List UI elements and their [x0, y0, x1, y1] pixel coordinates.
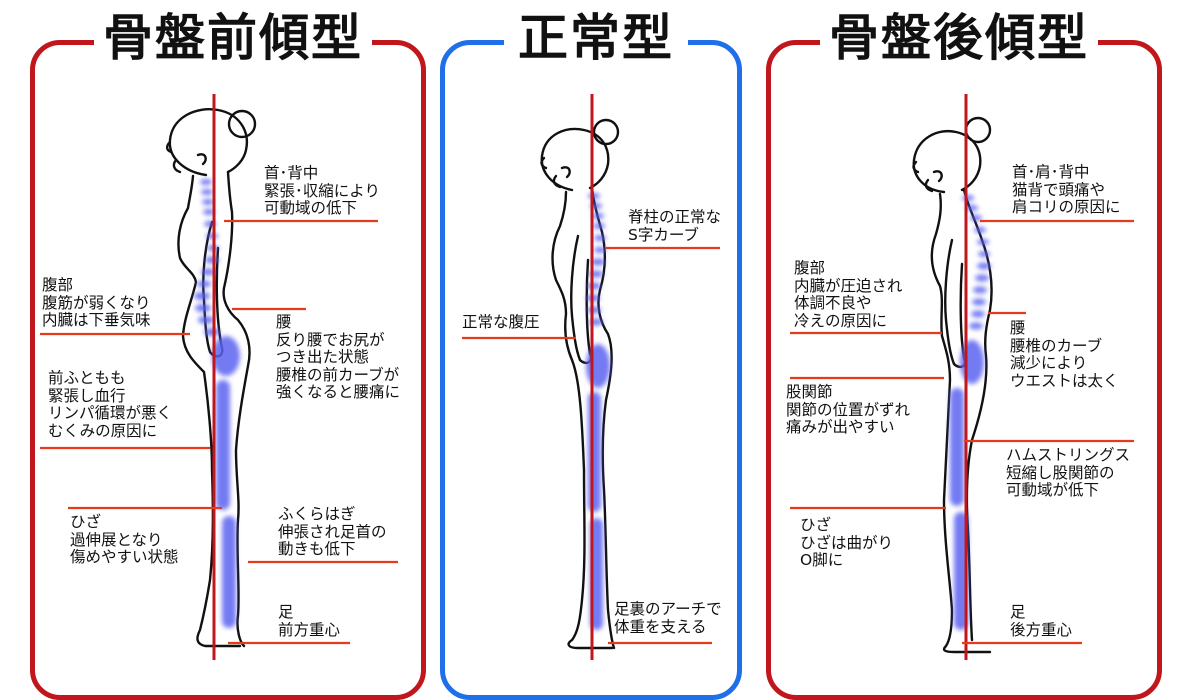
label-foot-2: 足 後方重心	[1010, 604, 1072, 639]
label-calf: ふくらはぎ 伸張され足首の 動きも低下	[278, 506, 387, 559]
label-front-thigh: 前ふともも 緊張し血行 リンパ循環が悪く むくみの原因に	[48, 370, 172, 440]
panel-title-posterior-tilt: 骨盤後傾型	[820, 2, 1098, 74]
label-abdominal-pressure: 正常な腹圧	[462, 314, 540, 332]
label-lower-back-2: 腰 腰椎のカーブ 減少により ウエストは太く	[1010, 320, 1119, 390]
label-abdomen-2: 腹部 内臓が圧迫され 体調不良や 冷えの原因に	[794, 260, 903, 330]
label-neck-shoulder-back: 首･肩･背中 猫背で頭痛や 肩コリの原因に	[1012, 164, 1121, 217]
label-knee-2: ひざ ひざは曲がり O脚に	[800, 517, 893, 570]
label-lower-back: 腰 反り腰でお尻が つき出た状態 腰椎の前カーブが 強くなると腰痛に	[276, 314, 400, 402]
label-abdomen: 腹部 腹筋が弱くなり 内臓は下垂気味	[42, 277, 151, 330]
label-neck-back: 首･背中 緊張･収縮により 可動域の低下	[264, 165, 380, 218]
panel-title-normal: 正常型	[504, 2, 688, 74]
label-hamstrings: ハムストリングス 短縮し股関節の 可動域が低下	[1006, 447, 1130, 500]
label-spine-curve: 脊柱の正常な S字カーブ	[628, 209, 721, 244]
label-foot-arch: 足裏のアーチで 体重を支える	[614, 601, 722, 636]
label-foot: 足 前方重心	[278, 604, 340, 639]
panel-title-anterior-tilt: 骨盤前傾型	[94, 2, 372, 74]
figure-normal	[462, 94, 720, 660]
label-knee: ひざ 過伸展となり 傷めやすい状態	[70, 514, 179, 567]
label-hip-joint: 股関節 関節の位置がずれ 痛みが出やすい	[786, 384, 910, 437]
posture-comparison-diagram: 骨盤前傾型 正常型 骨盤後傾型 首･背中 緊張･収縮により 可動域の低下 腹部 …	[0, 0, 1188, 668]
